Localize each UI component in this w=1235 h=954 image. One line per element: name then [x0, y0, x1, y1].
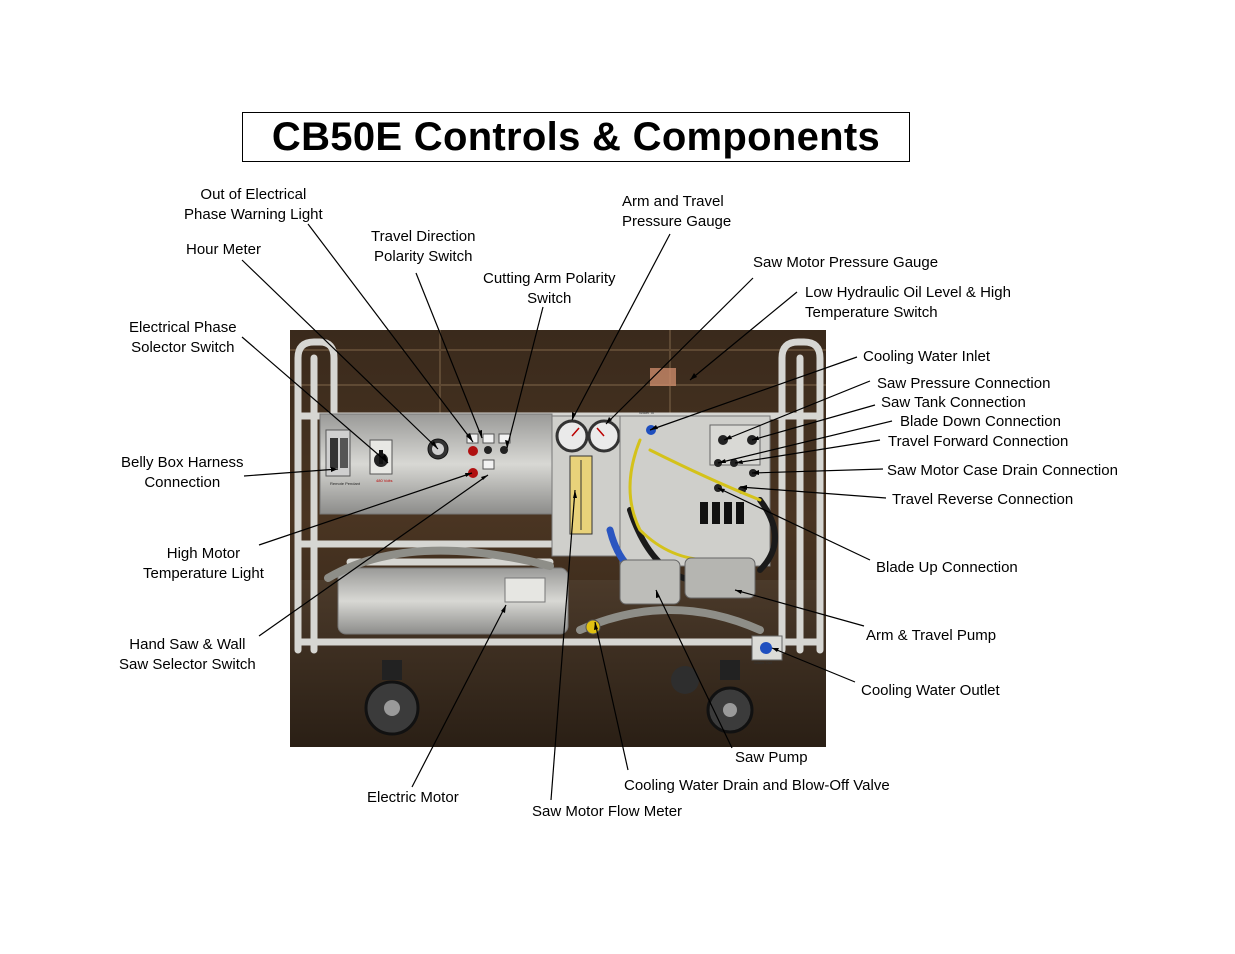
arm-pump — [684, 557, 756, 599]
machine-photo: Remote Pendant 480 Volts Water In — [290, 330, 826, 747]
title-box: CB50E Controls & Components — [242, 112, 910, 162]
label-drain-valve: Cooling Water Drain and Blow-Off Valve — [624, 777, 890, 794]
label-electric-motor: Electric Motor — [367, 789, 459, 806]
label-saw-tank: Saw Tank Connection — [881, 394, 1026, 411]
label-saw-pump: Saw Pump — [735, 749, 808, 766]
remote-pendant-label: Remote Pendant — [330, 481, 361, 486]
label-water-inlet: Cooling Water Inlet — [863, 348, 991, 365]
page-title: CB50E Controls & Components — [271, 114, 881, 159]
label-travel-forward: Travel Forward Connection — [888, 433, 1069, 450]
water-out-label: Water Out — [754, 660, 773, 665]
volts-label: 480 Volts — [376, 478, 392, 483]
label-case-drain: Saw Motor Case Drain Connection — [887, 462, 1118, 479]
label-water-outlet: Cooling Water Outlet — [861, 682, 1000, 699]
label-blade-down: Blade Down Connection — [900, 413, 1061, 430]
label-blade-up: Blade Up Connection — [876, 559, 1018, 576]
label-arm-pump: Arm & Travel Pump — [866, 627, 997, 644]
label-flow-meter: Saw Motor Flow Meter — [532, 803, 683, 820]
label-travel-reverse: Travel Reverse Connection — [892, 491, 1074, 508]
water-in-label: Water In — [639, 410, 654, 415]
saw-pump — [619, 559, 681, 605]
label-saw-pressure: Saw Pressure Connection — [877, 375, 1051, 392]
label-hour-meter: Hour Meter — [186, 241, 262, 258]
label-saw-gauge: Saw Motor Pressure Gauge — [753, 254, 939, 271]
control-box — [319, 413, 553, 515]
